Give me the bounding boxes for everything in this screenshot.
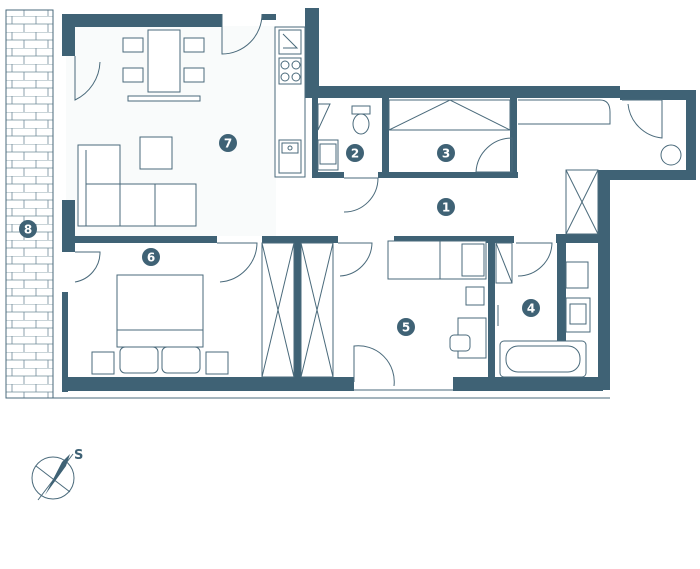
room-badges: 1 2 3 4 5 6 7 8	[19, 134, 540, 336]
room-badge-6: 6	[142, 248, 160, 266]
room-badge-1: 1	[437, 198, 455, 216]
room-badge-2: 2	[346, 144, 364, 162]
room-number-2: 2	[351, 147, 359, 161]
sofa	[77, 136, 197, 227]
room-number-7: 7	[224, 137, 232, 151]
compass-icon: S	[31, 448, 83, 501]
room-badge-8: 8	[19, 220, 37, 238]
wardrobes	[261, 169, 599, 378]
kitchen-counter	[274, 26, 306, 178]
bath-fixtures	[497, 261, 591, 378]
room-number-8: 8	[24, 223, 32, 237]
room-badge-4: 4	[522, 299, 540, 317]
room-badge-7: 7	[219, 134, 237, 152]
balcony	[5, 9, 610, 399]
walls	[62, 8, 696, 392]
room-number-6: 6	[147, 251, 155, 265]
compass-label: S	[74, 448, 83, 463]
storage-fixtures	[388, 99, 511, 131]
bed	[91, 274, 229, 375]
room-number-3: 3	[442, 147, 450, 161]
room-number-5: 5	[402, 321, 410, 335]
room-number-4: 4	[527, 302, 535, 316]
wc-fixtures	[317, 103, 371, 171]
room-badge-3: 3	[437, 144, 455, 162]
doors	[74, 13, 663, 391]
room-number-1: 1	[442, 201, 450, 215]
room5-furniture	[387, 240, 487, 359]
room-badge-5: 5	[397, 318, 415, 336]
corridor-fixtures	[518, 99, 682, 166]
dining-table	[122, 29, 205, 102]
